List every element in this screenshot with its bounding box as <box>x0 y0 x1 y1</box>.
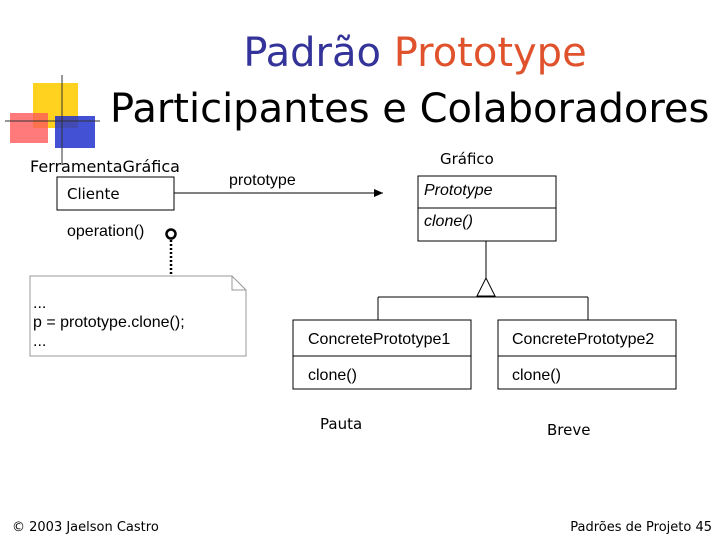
slide-title-line1: Padrão Prototype <box>0 30 720 76</box>
concrete2-class-name: ConcretePrototype2 <box>512 331 654 349</box>
package-label-grafico: Gráfico <box>440 150 494 168</box>
cliente-operation: operation() <box>67 223 144 241</box>
footer-page-number: Padrões de Projeto 45 <box>570 520 712 535</box>
concrete2-instance-label: Breve <box>547 421 590 439</box>
prototype-method: clone() <box>424 213 473 231</box>
prototype-class-name: Prototype <box>424 182 492 200</box>
title-accent: Prototype <box>394 30 587 76</box>
concrete1-instance-label: Pauta <box>320 415 362 433</box>
title-part1: Padrão <box>243 30 393 76</box>
note-line1: ... <box>33 294 46 313</box>
note-line2: p = prototype.clone(); <box>33 313 185 332</box>
concrete1-method: clone() <box>308 367 357 385</box>
association-arrow-head <box>374 189 383 197</box>
logo-red-square <box>10 113 48 143</box>
cliente-class-name: Cliente <box>67 185 120 203</box>
operation-note-circle <box>167 230 176 239</box>
package-label-ferramenta: FerramentaGráfica <box>30 157 180 176</box>
note-line3: ... <box>33 332 46 351</box>
inheritance-triangle <box>477 278 495 296</box>
concrete1-class-name: ConcretePrototype1 <box>308 331 450 349</box>
footer-copyright: © 2003 Jaelson Castro <box>12 520 159 535</box>
slide-title-line2: Participantes e Colaboradores <box>110 86 709 132</box>
concrete2-method: clone() <box>512 367 561 385</box>
association-label: prototype <box>229 172 296 190</box>
